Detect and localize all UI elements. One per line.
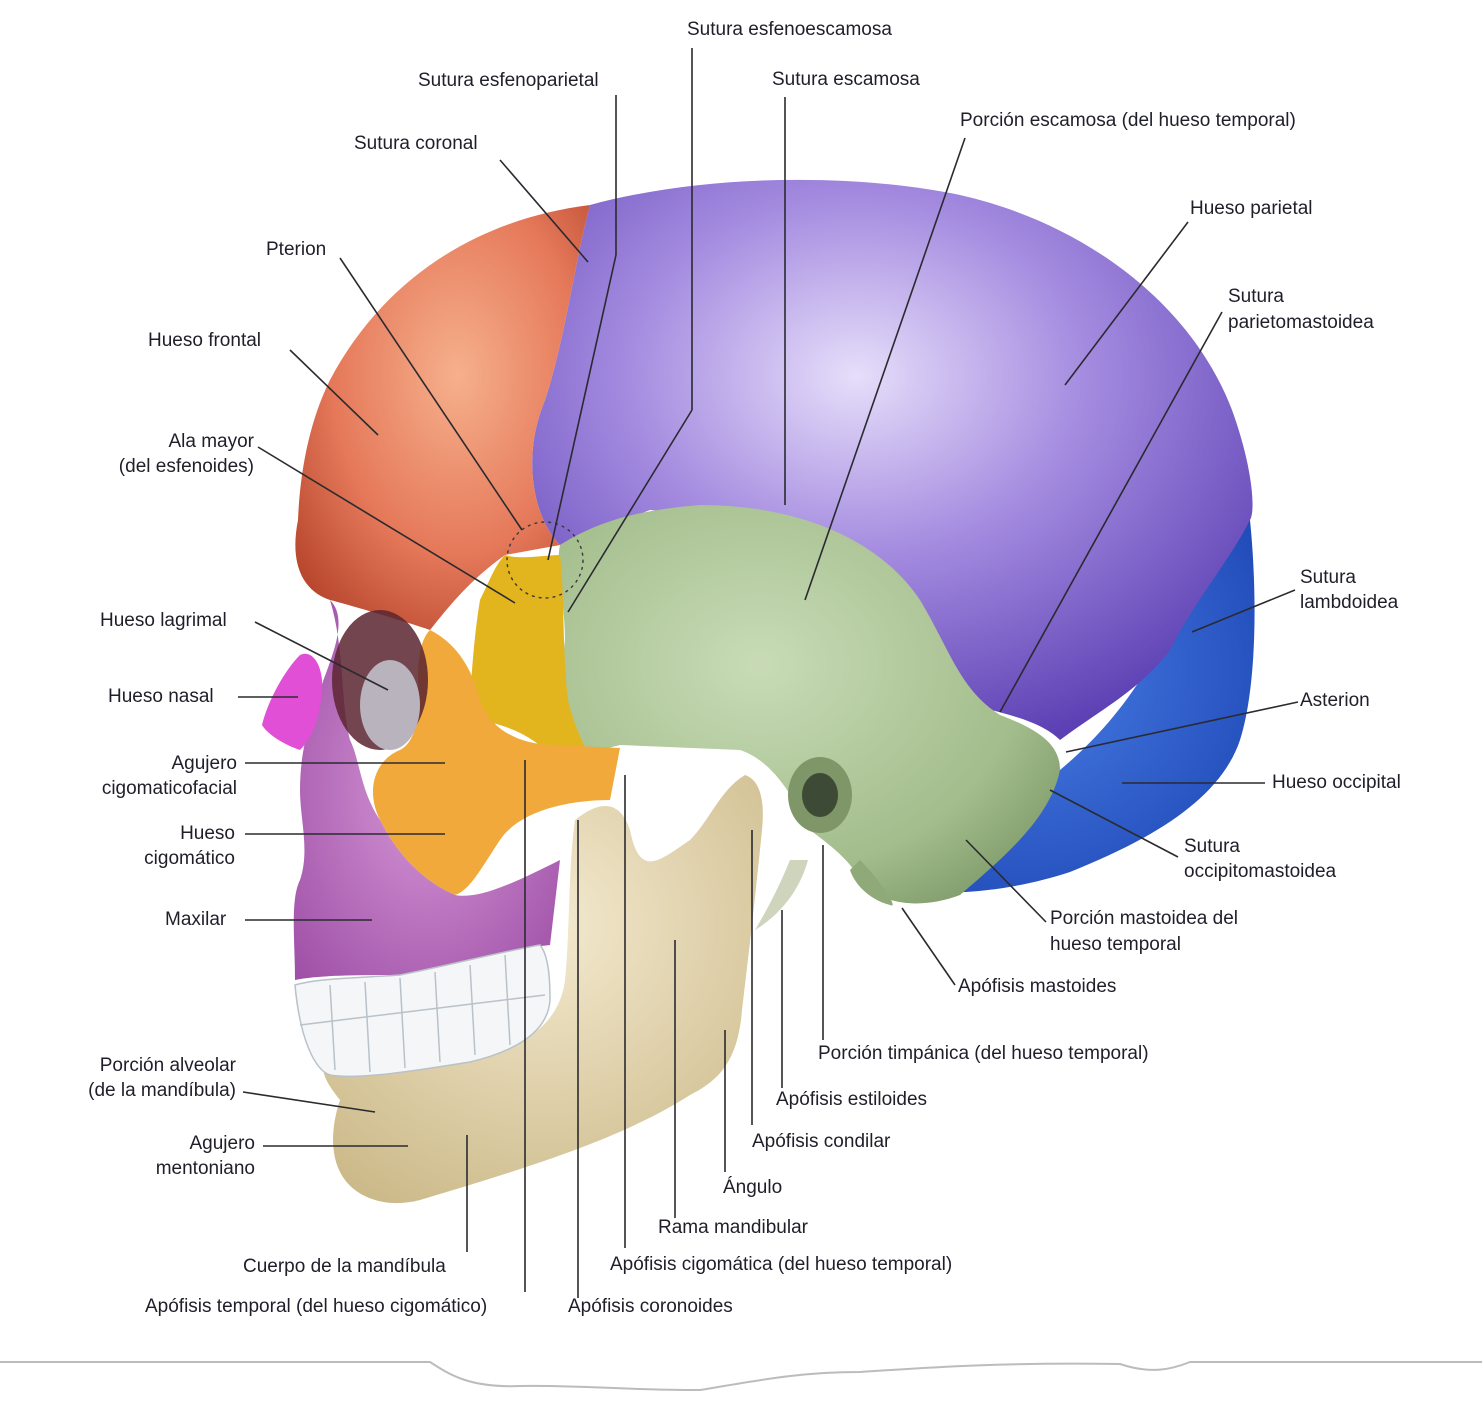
- label-apofisis-condilar: Apófisis condilar: [752, 1131, 891, 1152]
- label-sutura-occipitomastoidea-1: Sutura: [1184, 836, 1240, 857]
- label-porcion-mastoidea-2: hueso temporal: [1050, 934, 1181, 955]
- label-sutura-lambdoidea-2: lambdoidea: [1300, 592, 1399, 613]
- label-agujero-cigomaticofacial-1: Agujero: [172, 753, 238, 774]
- mastoid-process: [850, 860, 893, 906]
- label-apofisis-temporal: Apófisis temporal (del hueso cigomático): [145, 1296, 487, 1317]
- temporal-bone: [558, 505, 1060, 904]
- label-sutura-esfenoescamosa: Sutura esfenoescamosa: [687, 19, 892, 40]
- label-hueso-cigomatico-2: cigomático: [144, 848, 235, 869]
- label-hueso-lagrimal: Hueso lagrimal: [100, 610, 227, 631]
- label-sutura-esfenoparietal: Sutura esfenoparietal: [418, 70, 599, 91]
- styloid-process: [755, 860, 808, 930]
- label-hueso-occipital: Hueso occipital: [1272, 772, 1401, 793]
- label-porcion-mastoidea-1: Porción mastoidea del: [1050, 908, 1238, 929]
- label-hueso-frontal: Hueso frontal: [148, 330, 261, 351]
- mandible-bone: [323, 775, 763, 1204]
- teeth: [294, 944, 551, 1078]
- label-sutura-occipitomastoidea-2: occipitomastoidea: [1184, 861, 1337, 882]
- label-porcion-alveolar-2: (de la mandíbula): [88, 1080, 236, 1101]
- label-porcion-alveolar-1: Porción alveolar: [100, 1055, 237, 1076]
- label-hueso-nasal: Hueso nasal: [108, 686, 214, 707]
- label-agujero-cigomaticofacial-2: cigomaticofacial: [102, 778, 237, 799]
- leader-lines: [238, 48, 1299, 1298]
- zygomatic-bone: [372, 630, 620, 895]
- label-porcion-escamosa: Porción escamosa (del hueso temporal): [960, 110, 1296, 131]
- occipital-bone: [870, 519, 1255, 893]
- label-porcion-timpanica: Porción timpánica (del hueso temporal): [818, 1043, 1149, 1064]
- label-asterion: Asterion: [1300, 690, 1370, 711]
- label-ala-mayor-1: Ala mayor: [168, 431, 254, 452]
- label-pterion: Pterion: [266, 239, 326, 260]
- label-sutura-escamosa: Sutura escamosa: [772, 69, 920, 90]
- label-hueso-parietal: Hueso parietal: [1190, 198, 1313, 219]
- label-agujero-mentoniano-1: Agujero: [190, 1133, 256, 1154]
- label-cuerpo-mandibula: Cuerpo de la mandíbula: [243, 1256, 446, 1277]
- label-maxilar: Maxilar: [165, 909, 227, 930]
- labels: Sutura esfenoescamosa Sutura esfenoparie…: [88, 19, 1401, 1317]
- label-apofisis-cigomatica: Apófisis cigomática (del hueso temporal): [610, 1254, 952, 1275]
- nasal-bone: [262, 653, 322, 750]
- label-rama-mandibular: Rama mandibular: [658, 1217, 809, 1238]
- label-ala-mayor-2: (del esfenoides): [119, 456, 254, 477]
- label-apofisis-coronoides: Apófisis coronoides: [568, 1296, 733, 1317]
- label-sutura-parietomastoidea-1: Sutura: [1228, 286, 1284, 307]
- parietal-bone: [532, 179, 1253, 741]
- label-sutura-parietomastoidea-2: parietomastoidea: [1228, 312, 1374, 333]
- label-sutura-coronal: Sutura coronal: [354, 133, 478, 154]
- sphenoid-bone: [470, 555, 590, 760]
- label-apofisis-estiloides: Apófisis estiloides: [776, 1089, 927, 1110]
- bottom-divider: [0, 1361, 1482, 1392]
- label-angulo: Ángulo: [723, 1177, 782, 1198]
- label-sutura-lambdoidea-1: Sutura: [1300, 567, 1356, 588]
- label-hueso-cigomatico-1: Hueso: [180, 823, 235, 844]
- label-apofisis-mastoides: Apófisis mastoides: [958, 976, 1116, 997]
- pterion-circle: [506, 521, 584, 599]
- label-agujero-mentoniano-2: mentoniano: [156, 1158, 255, 1179]
- maxilla-bone: [293, 600, 560, 980]
- lacrimal-region: [360, 660, 420, 750]
- frontal-bone: [295, 205, 590, 630]
